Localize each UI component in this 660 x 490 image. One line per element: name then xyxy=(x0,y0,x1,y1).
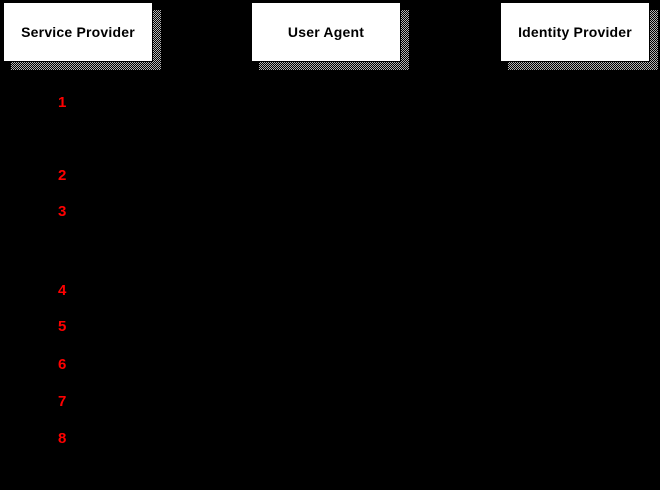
actor-identity-provider[interactable]: Identity Provider xyxy=(500,2,658,70)
step-number: 5 xyxy=(58,318,67,335)
step-number: 8 xyxy=(58,430,67,447)
actor-box[interactable]: User Agent xyxy=(251,2,401,62)
step-number: 3 xyxy=(58,203,67,220)
actor-service-provider[interactable]: Service Provider xyxy=(3,2,161,70)
step-number: 7 xyxy=(58,393,67,410)
actor-user-agent[interactable]: User Agent xyxy=(251,2,409,70)
step-number: 1 xyxy=(58,94,67,111)
step-number: 6 xyxy=(58,356,67,373)
step-number: 4 xyxy=(58,282,67,299)
actor-box[interactable]: Identity Provider xyxy=(500,2,650,62)
actor-box[interactable]: Service Provider xyxy=(3,2,153,62)
step-number: 2 xyxy=(58,167,67,184)
actor-label: User Agent xyxy=(287,24,365,40)
actor-label: Identity Provider xyxy=(518,24,632,40)
actor-label: Service Provider xyxy=(21,24,135,40)
